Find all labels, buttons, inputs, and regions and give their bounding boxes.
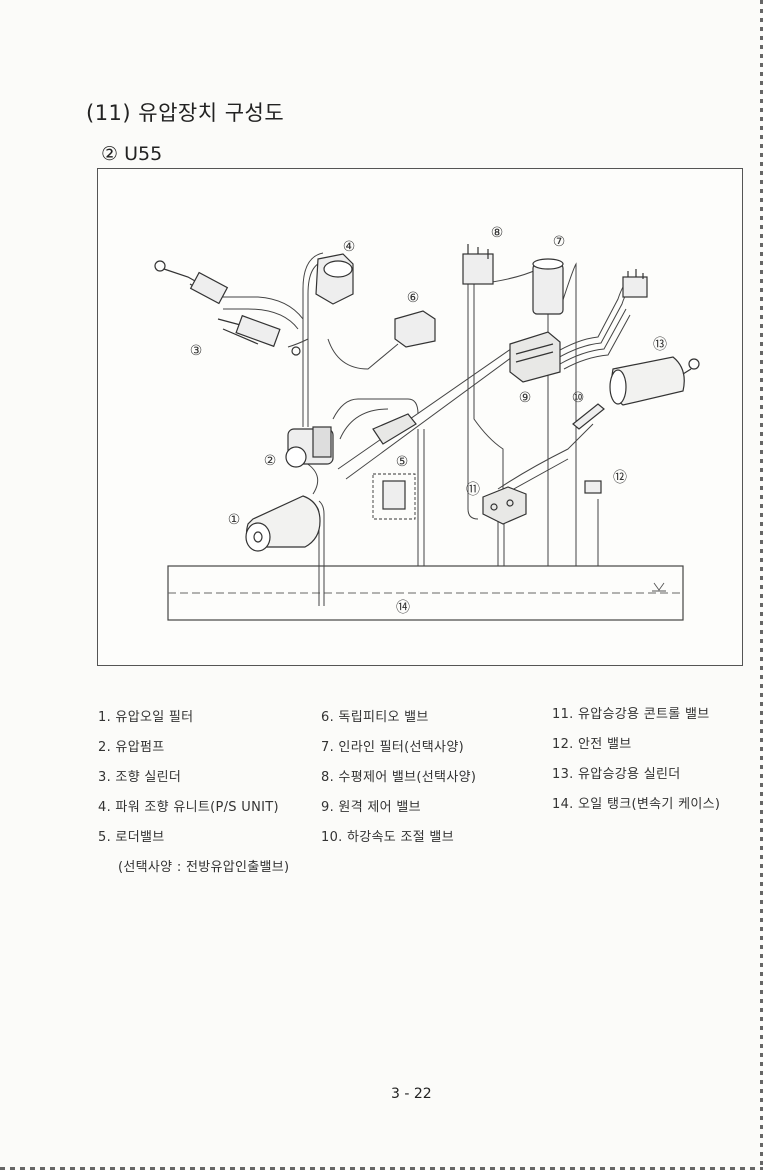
steering-cylinder-part — [154, 260, 301, 356]
safety-valve-part — [584, 480, 602, 494]
callout-7: ⑦ — [553, 234, 566, 250]
callout-12: ⑫ — [613, 470, 627, 486]
callout-4: ④ — [343, 239, 356, 255]
legend-item-4: 4. 파워 조향 유니트(P/S UNIT) — [98, 800, 279, 815]
callout-labels: ① ② ③ ④ ⑤ ⑥ ⑦ ⑧ ⑨ ⑩ ⑪ ⑫ ⑬ ⑭ — [190, 225, 667, 616]
remote-control-valve-part — [509, 331, 561, 383]
callout-10: ⑩ — [572, 390, 585, 406]
callout-13: ⑬ — [653, 337, 667, 353]
inline-filter-part — [532, 258, 564, 315]
level-control-valve-part — [462, 244, 494, 285]
lift-control-valve-part — [482, 486, 527, 525]
callout-3: ③ — [190, 343, 203, 359]
legend-item-6: 6. 독립피티오 밸브 — [321, 710, 429, 725]
loader-valve-part — [372, 413, 417, 520]
pto-valve-part — [394, 310, 436, 348]
hydraulic-pump-part — [285, 426, 334, 468]
callout-8: ⑧ — [491, 225, 504, 241]
hydraulic-lines — [218, 252, 634, 606]
callout-11: ⑪ — [466, 482, 480, 498]
hydraulic-system-diagram: ① ② ③ ④ ⑤ ⑥ ⑦ ⑧ ⑨ ⑩ ⑪ ⑫ ⑬ ⑭ — [97, 168, 743, 666]
legend-item-5-note: (선택사양 : 전방유압인출밸브) — [118, 860, 290, 875]
oil-filter-part — [245, 495, 321, 552]
legend-item-11: 11. 유압승강용 콘트롤 밸브 — [552, 707, 710, 722]
callout-14: ⑭ — [396, 600, 410, 616]
lowering-speed-valve-part — [572, 403, 605, 430]
coupler-block-part — [622, 269, 648, 298]
legend-item-2: 2. 유압펌프 — [98, 740, 165, 755]
legend-item-10: 10. 하강속도 조절 밸브 — [321, 830, 454, 845]
oil-tank-box — [167, 565, 684, 621]
scan-edge-right — [760, 0, 763, 1170]
legend-item-5: 5. 로더밸브 — [98, 830, 165, 845]
diagram-drawing: ① ② ③ ④ ⑤ ⑥ ⑦ ⑧ ⑨ ⑩ ⑪ ⑫ ⑬ ⑭ — [154, 225, 700, 621]
legend-item-7: 7. 인라인 필터(선택사양) — [321, 740, 464, 755]
callout-9: ⑨ — [519, 390, 532, 406]
legend-item-12: 12. 안전 밸브 — [552, 737, 632, 752]
legend-item-8: 8. 수평제어 밸브(선택사양) — [321, 770, 477, 785]
page-number: 3 - 22 — [391, 1086, 432, 1102]
lift-cylinder-part — [609, 356, 700, 406]
callout-6: ⑥ — [407, 290, 420, 306]
callout-1: ① — [228, 512, 241, 528]
legend-item-9: 9. 원격 제어 밸브 — [321, 800, 421, 815]
legend-item-13: 13. 유압승강용 실린더 — [552, 767, 681, 782]
model-subtitle: ② U55 — [101, 143, 163, 165]
power-steering-unit-part — [315, 253, 354, 305]
legend-item-14: 14. 오일 탱크(변속기 케이스) — [552, 797, 721, 812]
scan-edge-bottom — [0, 1167, 763, 1170]
legend-item-1: 1. 유압오일 필터 — [98, 710, 194, 725]
legend-item-3: 3. 조향 실린더 — [98, 770, 182, 785]
callout-2: ② — [264, 453, 277, 469]
callout-5: ⑤ — [396, 454, 409, 470]
section-title: (11) 유압장치 구성도 — [86, 101, 285, 125]
